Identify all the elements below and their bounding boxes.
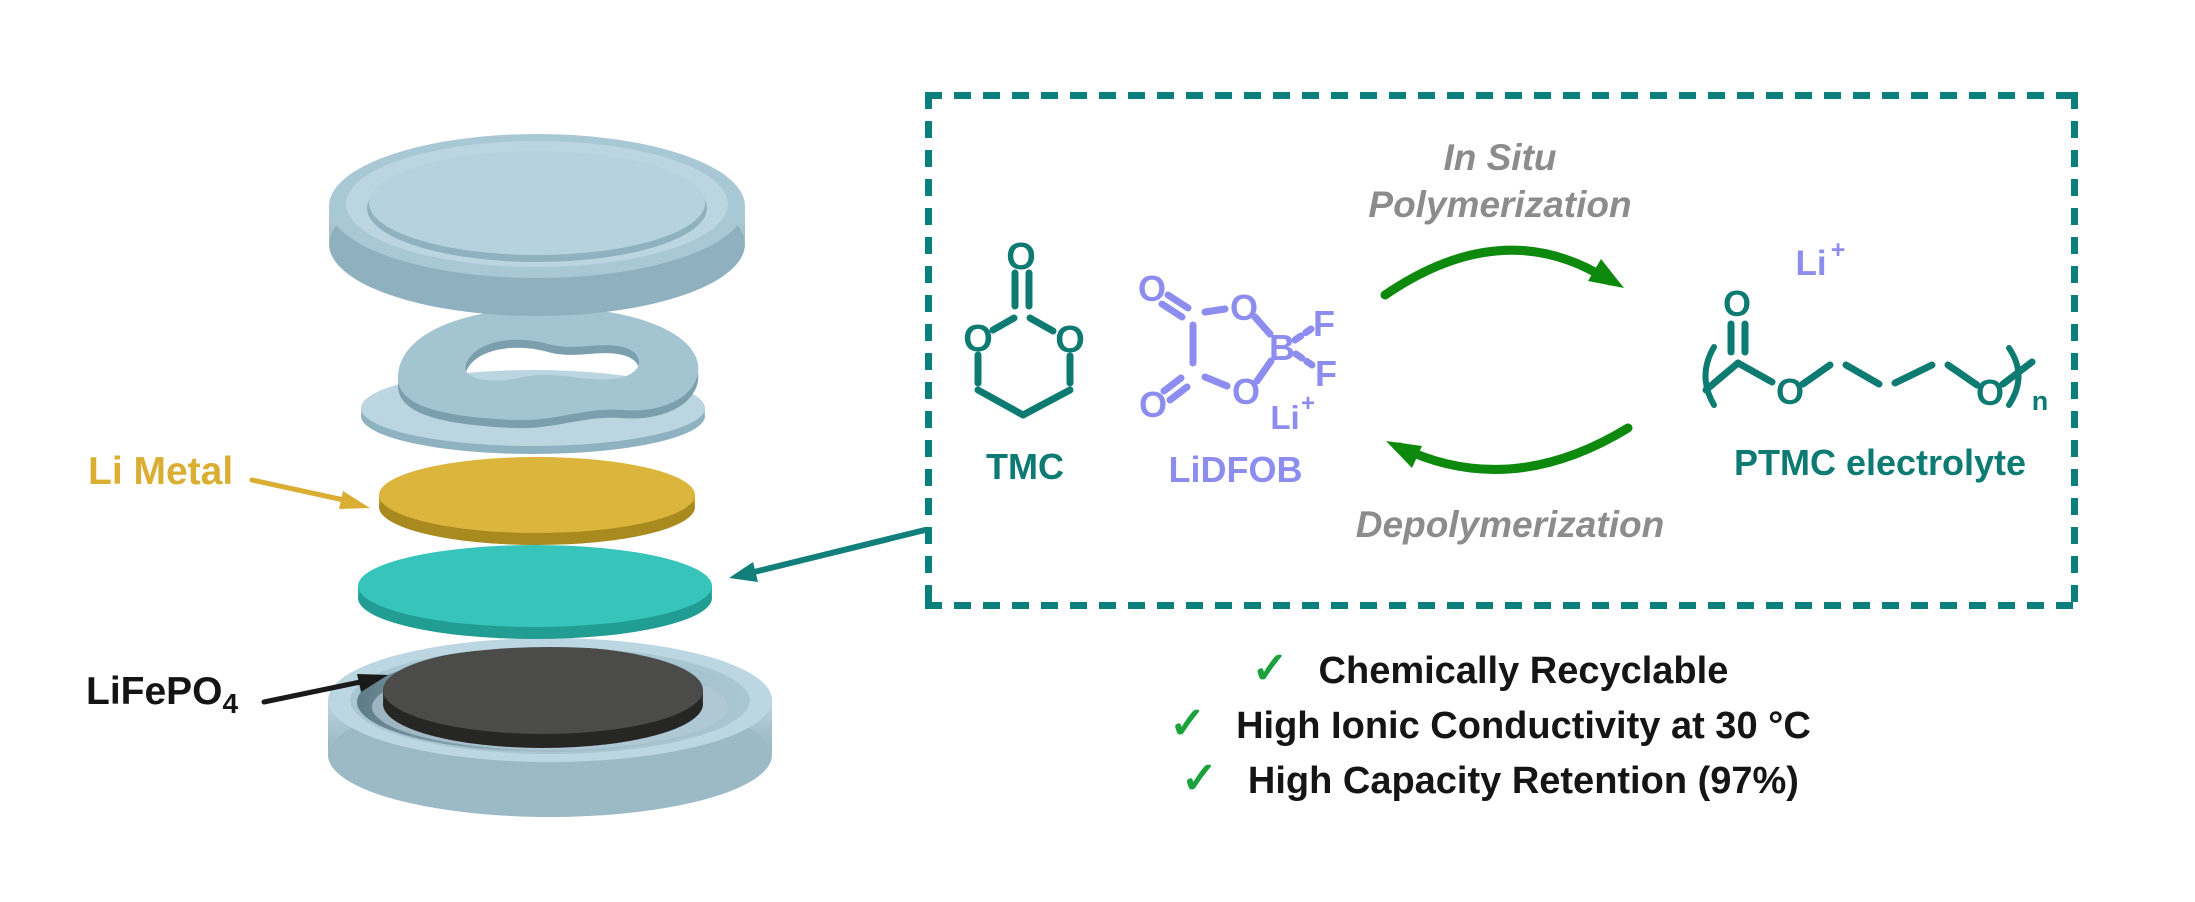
depolymerization-label: Depolymerization [1355,504,1665,545]
check-icon: ✓ [1181,754,1218,803]
lifepo4-subscript: 4 [222,687,239,719]
cap-top [329,134,745,316]
lidfob-boron: B [1269,327,1295,368]
electrolyte-pointer-arrow [729,527,928,582]
case-front-lip [328,639,772,701]
tmc-structure: O O O [963,236,1085,419]
lidfob-li-charge: + [1301,390,1315,417]
spring-washer [397,307,699,429]
li-metal-label: Li Metal [88,450,234,493]
lidfob-li: Li [1270,399,1299,436]
highlight-text: Chemically Recyclable [1318,650,1729,692]
box-border-top [925,92,2078,99]
lidfob-o-ring-bottom: O [1232,371,1260,412]
lidfob-o-bottom-left: O [1139,384,1167,425]
cathode-disc-lifepo4 [383,646,703,748]
check-icon: ✓ [1169,699,1207,748]
lidfob-f-bottom: F [1315,353,1337,394]
lidfob-o-ring-top: O [1230,287,1258,328]
in-situ-line1: In Situ [1443,137,1557,178]
tmc-label: TMC [986,446,1064,487]
in-situ-line2: Polymerization [1368,184,1632,225]
li-metal-disc [379,457,695,545]
electrolyte-disc [358,545,712,639]
highlight-row-recyclable: ✓ Chemically Recyclable [1105,645,1875,698]
tmc-carbonyl-o: O [1006,236,1036,278]
coin-cell-illustration [328,134,772,817]
lidfob-f-top: F [1313,303,1335,344]
ptmc-close-paren [2006,345,2022,408]
lifepo4-label: LiFePO4 [86,670,238,720]
highlight-row-conductivity: ✓ High Ionic Conductivity at 30 °C [1105,700,1875,753]
ptmc-li-charge: + [1831,236,1846,264]
highlights-list: ✓ Chemically Recyclable ✓ High Ionic Con… [1105,645,1875,808]
cycle-arrowhead-right [1588,259,1624,288]
lifepo4-formula: LiFePO [86,670,223,713]
check-icon: ✓ [1251,644,1289,693]
reaction-box-border [925,92,2078,609]
cycle-arrowhead-left [1386,441,1422,468]
lifepo4-arrow [261,674,388,705]
ptmc-structure: O O O n Li + [1702,236,2049,416]
ptmc-right-o: O [1976,372,2004,413]
in-situ-polymerization-label: In Situ Polymerization [1350,134,1650,228]
ptmc-li-cation: Li [1795,244,1826,283]
lidfob-structure: O O B F F O O Li + [1138,268,1337,436]
tmc-right-o: O [1055,319,1085,361]
ptmc-label: PTMC electrolyte [1733,442,2027,483]
ptmc-ester-o: O [1776,371,1804,412]
highlight-text: High Capacity Retention (97%) [1247,760,1799,802]
lidfob-label: LiDFOB [1168,449,1303,490]
box-border-left [925,92,932,609]
box-border-right [2071,92,2078,609]
li-metal-arrow [249,477,370,509]
highlight-text: High Ionic Conductivity at 30 °C [1236,705,1811,747]
tmc-left-o: O [963,318,993,360]
ptmc-open-paren [1702,344,1717,408]
polymerization-cycle-arrows [1380,245,1633,474]
ptmc-repeat-n: n [2032,386,2049,416]
box-border-bottom [925,602,2078,609]
ptmc-carbonyl-o: O [1723,283,1751,324]
highlight-row-retention: ✓ High Capacity Retention (97%) [1105,755,1875,808]
lidfob-o-top-left: O [1138,268,1166,309]
